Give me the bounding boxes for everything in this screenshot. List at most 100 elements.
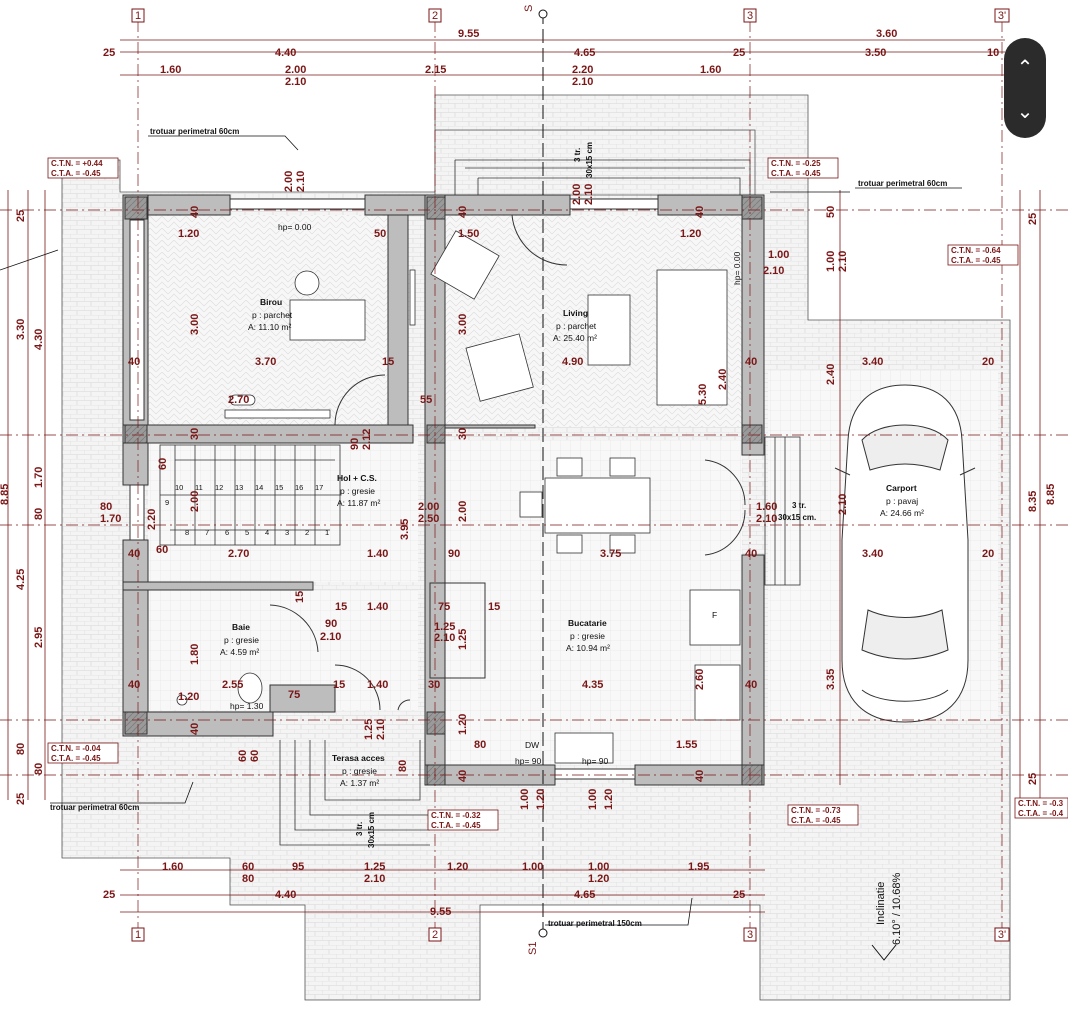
level-tn: C.T.N. = -0.73 (791, 806, 841, 815)
room-area: A: 25.40 m² (553, 333, 597, 343)
leader-lines (0, 135, 962, 926)
car-outline (834, 384, 976, 723)
column-blocks (124, 196, 763, 786)
dim-right-885: 8.85 (1045, 484, 1057, 505)
axis-2-bottom: 2 (432, 929, 438, 941)
level-tn: C.T.N. = -0.64 (951, 246, 1001, 255)
dim-left-430: 4.30 (33, 329, 45, 350)
dim-bot-100a: 1.00 (522, 861, 543, 873)
dim-int: 2.10 (763, 265, 784, 277)
dim-int: 2.12 (361, 429, 373, 450)
dim-int: 40 (457, 206, 469, 218)
trotuar-top-note: trotuar perimetral 60cm (150, 127, 239, 136)
dim-top-160a: 1.60 (160, 64, 181, 76)
level-tn: C.T.N. = -0.25 (771, 159, 821, 168)
room-name: Baie (232, 622, 250, 632)
dim-int: 40 (189, 206, 201, 218)
slope-label: Inclinatie (875, 882, 887, 925)
dim-int: 3.40 (862, 356, 883, 368)
dim-top-25b: 25 (733, 47, 745, 59)
axis-1-bottom: 1 (135, 929, 141, 941)
dim-top-total-1: 9.55 (458, 28, 479, 40)
axis-lines (0, 20, 1068, 930)
slope-value: 6.10° / 10.68% (891, 872, 903, 945)
dim-int: 75 (288, 689, 300, 701)
dim-int: 3.00 (189, 314, 201, 335)
dim-right-240: 2.40 (825, 364, 837, 385)
room-terasa: Terasa acces p : gresie A: 1.37 m² (332, 753, 385, 788)
stairs-top-count: 3 tr. (573, 148, 582, 162)
dim-int: 50 (374, 228, 386, 240)
dim-int: 1.25 (434, 621, 455, 633)
level-ta: C.T.A. = -0.45 (771, 169, 821, 178)
dim-int: 40 (128, 548, 140, 560)
dim-int: 1.70 (100, 513, 121, 525)
dim-bot-125: 1.25 (364, 861, 385, 873)
dim-left-425: 4.25 (15, 569, 27, 590)
dimension-lines (7, 39, 1041, 913)
dim-int: 15 (488, 601, 500, 613)
dim-int: 2.10 (295, 171, 307, 192)
dim-right-100: 1.00 (825, 251, 837, 272)
hp-kitchen-1: hp= 90 (515, 756, 542, 766)
level-tn: C.T.N. = -0.04 (51, 744, 101, 753)
dim-int: 1.20 (603, 789, 615, 810)
dim-bot-955: 9.55 (430, 906, 451, 918)
dim-bot-210: 2.10 (364, 873, 385, 885)
dim-int: 1.25 (363, 719, 375, 740)
axis-1-top: 1 (135, 10, 141, 22)
room-floor: p : parchet (556, 321, 597, 331)
stair-step-number: 12 (215, 483, 223, 492)
dim-int: 3.00 (457, 314, 469, 335)
dim-left-885: 8.85 (0, 484, 11, 505)
dim-left-330: 3.30 (15, 319, 27, 340)
dim-int: 1.20 (680, 228, 701, 240)
dim-int: 2.00 (457, 501, 469, 522)
dim-int: 1.00 (587, 789, 599, 810)
room-name: Birou (260, 297, 282, 307)
terrace-stairs (279, 740, 430, 846)
fridge-label: F (712, 610, 717, 620)
coffee-table (587, 294, 631, 366)
dim-bot-440: 4.40 (275, 889, 296, 901)
axis-3p-top: 3' (998, 10, 1006, 22)
trotuar-right-note: trotuar perimetral 60cm (858, 179, 947, 188)
dim-int: 80 (100, 501, 112, 513)
room-floor: p : pavaj (886, 496, 918, 506)
interior-stair (159, 444, 341, 546)
dim-right-210a: 2.10 (837, 251, 849, 272)
dim-int: 30 (457, 428, 469, 440)
dim-left-170: 1.70 (33, 467, 45, 488)
stairs-top-size: 30x15 cm (585, 142, 594, 178)
dim-top-200: 2.00 (285, 64, 306, 76)
chevron-up-icon[interactable]: ⌃ (1016, 55, 1034, 79)
dim-int: 1.40 (367, 679, 388, 691)
windows (129, 198, 659, 780)
room-name: Living (563, 308, 588, 318)
dim-int: 90 (448, 548, 460, 560)
wardrobe (409, 269, 416, 326)
trotuar-bottom-left-note: trotuar perimetral 60cm (50, 803, 139, 812)
stair-step-number: 15 (275, 483, 283, 492)
scroll-nav-control: ⌃ ⌄ (1004, 38, 1046, 138)
dim-int: 3.95 (399, 519, 411, 540)
furniture (176, 230, 741, 764)
stair-step-number: 10 (175, 483, 183, 492)
dim-int: 4.35 (582, 679, 603, 691)
dim-int: 40 (189, 723, 201, 735)
dim-int: 2.20 (146, 509, 158, 530)
dim-int: 2.55 (222, 679, 243, 691)
dim-top-total-2: 3.60 (876, 28, 897, 40)
room-area: A: 10.94 m² (566, 643, 610, 653)
hall-floor (148, 440, 418, 582)
dim-bot-25b: 25 (733, 889, 745, 901)
dim-int: 60 (249, 750, 261, 762)
dim-int: 1.20 (457, 714, 469, 735)
level-tn: C.T.N. = -0.3 (1018, 799, 1064, 808)
dim-left-80b: 80 (15, 743, 27, 755)
dim-int: 4.90 (562, 356, 583, 368)
chevron-down-icon[interactable]: ⌄ (1016, 99, 1034, 123)
trotuar-bottom-note: trotuar perimetral 150cm (548, 919, 642, 928)
dim-int: 3.75 (600, 548, 621, 560)
